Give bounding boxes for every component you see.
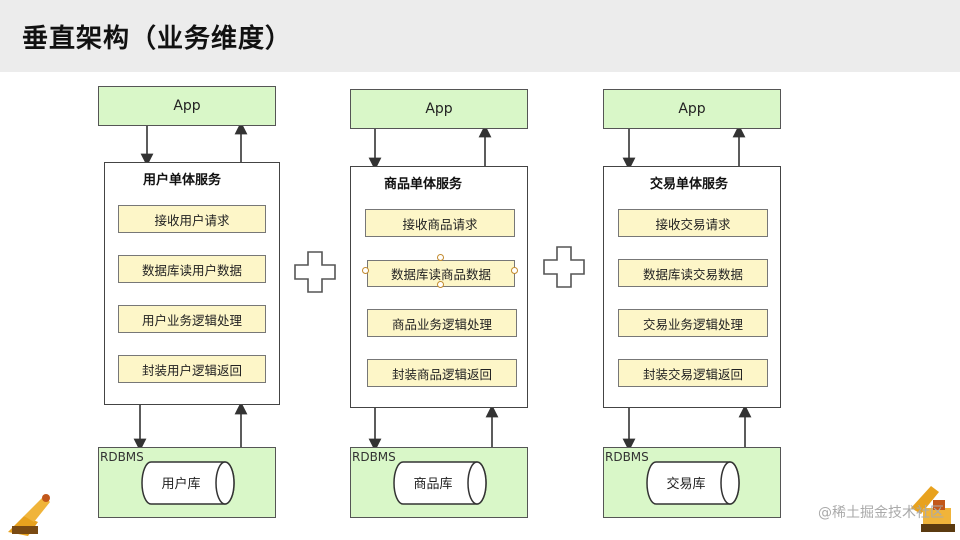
rdbms-label: RDBMS <box>100 450 144 464</box>
db-area-1: RDBMS 用户库 <box>98 447 276 518</box>
db-label: 商品库 <box>413 477 453 492</box>
step-2: 数据库读交易数据 <box>618 259 768 287</box>
selection-handle[interactable] <box>437 254 444 261</box>
step-3: 商品业务逻辑处理 <box>367 309 517 337</box>
excavator-decoration-left-icon <box>8 494 50 536</box>
db-area-3: RDBMS 交易库 <box>603 447 781 518</box>
app-box-2: App <box>350 89 528 129</box>
slide-header: 垂直架构（业务维度） <box>0 0 960 72</box>
step-3: 交易业务逻辑处理 <box>618 309 768 337</box>
step-3: 用户业务逻辑处理 <box>118 305 266 333</box>
watermark: @稀土掘金技术社区 <box>818 505 944 521</box>
app-label: App <box>173 98 201 114</box>
database-cylinder-icon <box>141 461 235 505</box>
rdbms-label: RDBMS <box>352 450 396 464</box>
database-cylinder-icon <box>393 461 487 505</box>
service-title: 用户单体服务 <box>143 173 222 188</box>
db-label: 交易库 <box>666 477 706 492</box>
service-box-trade: 交易单体服务 接收交易请求 数据库读交易数据 交易业务逻辑处理 封装交易逻辑返回 <box>603 166 781 408</box>
database-cylinder-icon <box>646 461 740 505</box>
step-4: 封装交易逻辑返回 <box>618 359 768 387</box>
step-1: 接收交易请求 <box>618 209 768 237</box>
step-1: 接收用户请求 <box>118 205 266 233</box>
db-label: 用户库 <box>161 477 201 492</box>
app-box-3: App <box>603 89 781 129</box>
selection-handle[interactable] <box>362 267 369 274</box>
app-box-1: App <box>98 86 276 126</box>
app-label: App <box>678 101 706 117</box>
page-title: 垂直架构（业务维度） <box>22 24 293 54</box>
plus-icon <box>294 251 336 293</box>
service-box-user: 用户单体服务 接收用户请求 数据库读用户数据 用户业务逻辑处理 封装用户逻辑返回 <box>104 162 280 405</box>
step-4: 封装商品逻辑返回 <box>367 359 517 387</box>
step-1: 接收商品请求 <box>365 209 515 237</box>
selection-handle[interactable] <box>511 267 518 274</box>
excavator-decoration-right-icon <box>911 486 955 532</box>
service-title: 交易单体服务 <box>650 177 729 192</box>
selection-handle[interactable] <box>437 281 444 288</box>
step-2: 数据库读用户数据 <box>118 255 266 283</box>
app-label: App <box>425 101 453 117</box>
rdbms-label: RDBMS <box>605 450 649 464</box>
step-4: 封装用户逻辑返回 <box>118 355 266 383</box>
service-title: 商品单体服务 <box>384 177 463 192</box>
plus-icon <box>543 246 585 288</box>
db-area-2: RDBMS 商品库 <box>350 447 528 518</box>
